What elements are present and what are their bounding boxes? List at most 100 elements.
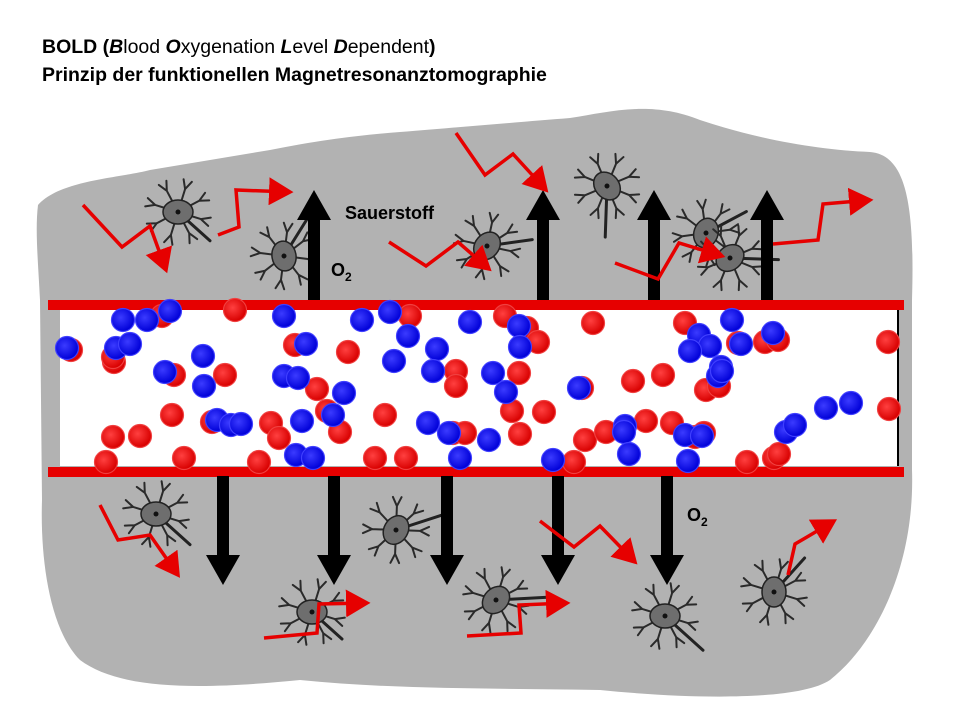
oxygenated-red-cell (372, 402, 398, 428)
title-line-1-part: ependent (347, 36, 430, 58)
neuron-icon (631, 582, 705, 652)
deoxygenated-blue-cell (760, 320, 786, 346)
signal-arrow (786, 519, 838, 576)
deoxygenated-blue-cell (506, 313, 532, 339)
oxygenated-red-cell (507, 421, 533, 447)
oxygenated-red-cell (127, 423, 153, 449)
oxygen-arrow-up-head (750, 190, 784, 220)
oxygenated-red-cell (506, 360, 532, 386)
oxygen-arrow-up-shaft (308, 218, 320, 300)
oxygenated-red-cell (650, 362, 676, 388)
deoxygenated-blue-cell (285, 365, 311, 391)
oxygenated-red-cell (393, 445, 419, 471)
blood-cells (54, 297, 902, 475)
deoxygenated-blue-cell (476, 427, 502, 453)
signal-arrow (614, 236, 726, 282)
oxygen-arrow-down-head (317, 555, 351, 585)
oxygen-arrow-up-head (637, 190, 671, 220)
oxygenated-red-cell (171, 445, 197, 471)
title-line-1-part: BOLD ( (42, 36, 110, 58)
deoxygenated-blue-cell (616, 441, 642, 467)
deoxygenated-blue-cell (349, 307, 375, 333)
deoxygenated-blue-cell (677, 338, 703, 364)
oxygenated-red-cell (633, 408, 659, 434)
oxygenated-red-cell (212, 362, 238, 388)
neuron-icon (361, 495, 444, 565)
deoxygenated-blue-cell (675, 448, 701, 474)
oxygenated-red-cell (335, 339, 361, 365)
oxygenated-red-cell (304, 376, 330, 402)
deoxygenated-blue-cell (320, 402, 346, 428)
deoxygenated-blue-cell (191, 373, 217, 399)
signal-arrow (98, 504, 181, 578)
deoxygenated-blue-cell (689, 423, 715, 449)
title-line-1: BOLD (Blood Oxygenation Level Dependent) (42, 36, 436, 59)
deoxygenated-blue-cell (293, 331, 319, 357)
oxygenated-red-cell (620, 368, 646, 394)
deoxygenated-blue-cell (719, 307, 745, 333)
oxygen-arrow-down-head (541, 555, 575, 585)
oxygenated-red-cell (159, 402, 185, 428)
oxygen-arrow-up-head (526, 190, 560, 220)
deoxygenated-blue-cell (415, 410, 441, 436)
oxygenated-red-cell (93, 449, 119, 475)
neuron-icon (122, 480, 192, 548)
neuron-icon (573, 152, 641, 239)
signal-arrows (81, 132, 874, 640)
oxygenated-red-cell (100, 424, 126, 450)
deoxygenated-blue-cell (134, 307, 160, 333)
deoxygenated-blue-cell (728, 331, 754, 357)
deoxygenated-blue-cell (157, 298, 183, 324)
deoxygenated-blue-cell (117, 331, 143, 357)
deoxygenated-blue-cell (395, 323, 421, 349)
deoxygenated-blue-cell (480, 360, 506, 386)
signal-arrow (466, 589, 571, 638)
oxygenated-red-cell (397, 303, 423, 329)
neuron-icon (249, 217, 319, 291)
deoxygenated-blue-cell (493, 379, 519, 405)
oxygenated-red-cell (266, 425, 292, 451)
title-line-1-part: B (109, 36, 124, 58)
deoxygenated-blue-cell (424, 336, 450, 362)
vessel-wall-top (48, 300, 904, 310)
oxygenated-red-cell (876, 396, 902, 422)
signal-arrow (217, 177, 294, 237)
signal-arrow (263, 589, 371, 640)
deoxygenated-blue-cell (507, 334, 533, 360)
deoxygenated-blue-cell (228, 411, 254, 437)
oxygen-arrow-down-shaft (552, 476, 564, 557)
title-line-1-part: L (280, 36, 293, 58)
deoxygenated-blue-cell (381, 348, 407, 374)
deoxygenated-blue-cell (436, 420, 462, 446)
oxygenated-red-cell (531, 399, 557, 425)
label-o2-lower: O2 (687, 505, 708, 529)
deoxygenated-blue-cell (271, 303, 297, 329)
deoxygenated-blue-cell (190, 343, 216, 369)
oxygenated-red-cell (362, 445, 388, 471)
deoxygenated-blue-cell (331, 380, 357, 406)
oxygen-arrow-down-shaft (328, 476, 340, 557)
signal-arrow (454, 132, 549, 193)
oxygenated-red-cell (875, 329, 901, 355)
oxygen-arrow-down-head (650, 555, 684, 585)
oxygen-arrow-up-head (297, 190, 331, 220)
deoxygenated-blue-cell (152, 359, 178, 385)
deoxygenated-blue-cell (566, 375, 592, 401)
deoxygenated-blue-cell (110, 307, 136, 333)
vessel-wall-bottom (48, 467, 904, 477)
oxygen-arrow-down-shaft (217, 476, 229, 557)
oxygen-arrow-down-shaft (661, 476, 673, 557)
oxygen-arrow-down-shaft (441, 476, 453, 557)
deoxygenated-blue-cell (697, 333, 723, 359)
oxygenated-red-cell (246, 449, 272, 475)
signal-arrow (772, 187, 874, 246)
oxygenated-red-cell (572, 427, 598, 453)
oxygen-arrow-down-head (206, 555, 240, 585)
deoxygenated-blue-cell (420, 358, 446, 384)
signal-arrow (538, 519, 638, 565)
label-sauerstoff: Sauerstoff (345, 203, 435, 223)
title-line-2: Prinzip der funktionellen Magnetresonanz… (42, 64, 547, 86)
oxygenated-red-cell (766, 441, 792, 467)
deoxygenated-blue-cell (447, 445, 473, 471)
